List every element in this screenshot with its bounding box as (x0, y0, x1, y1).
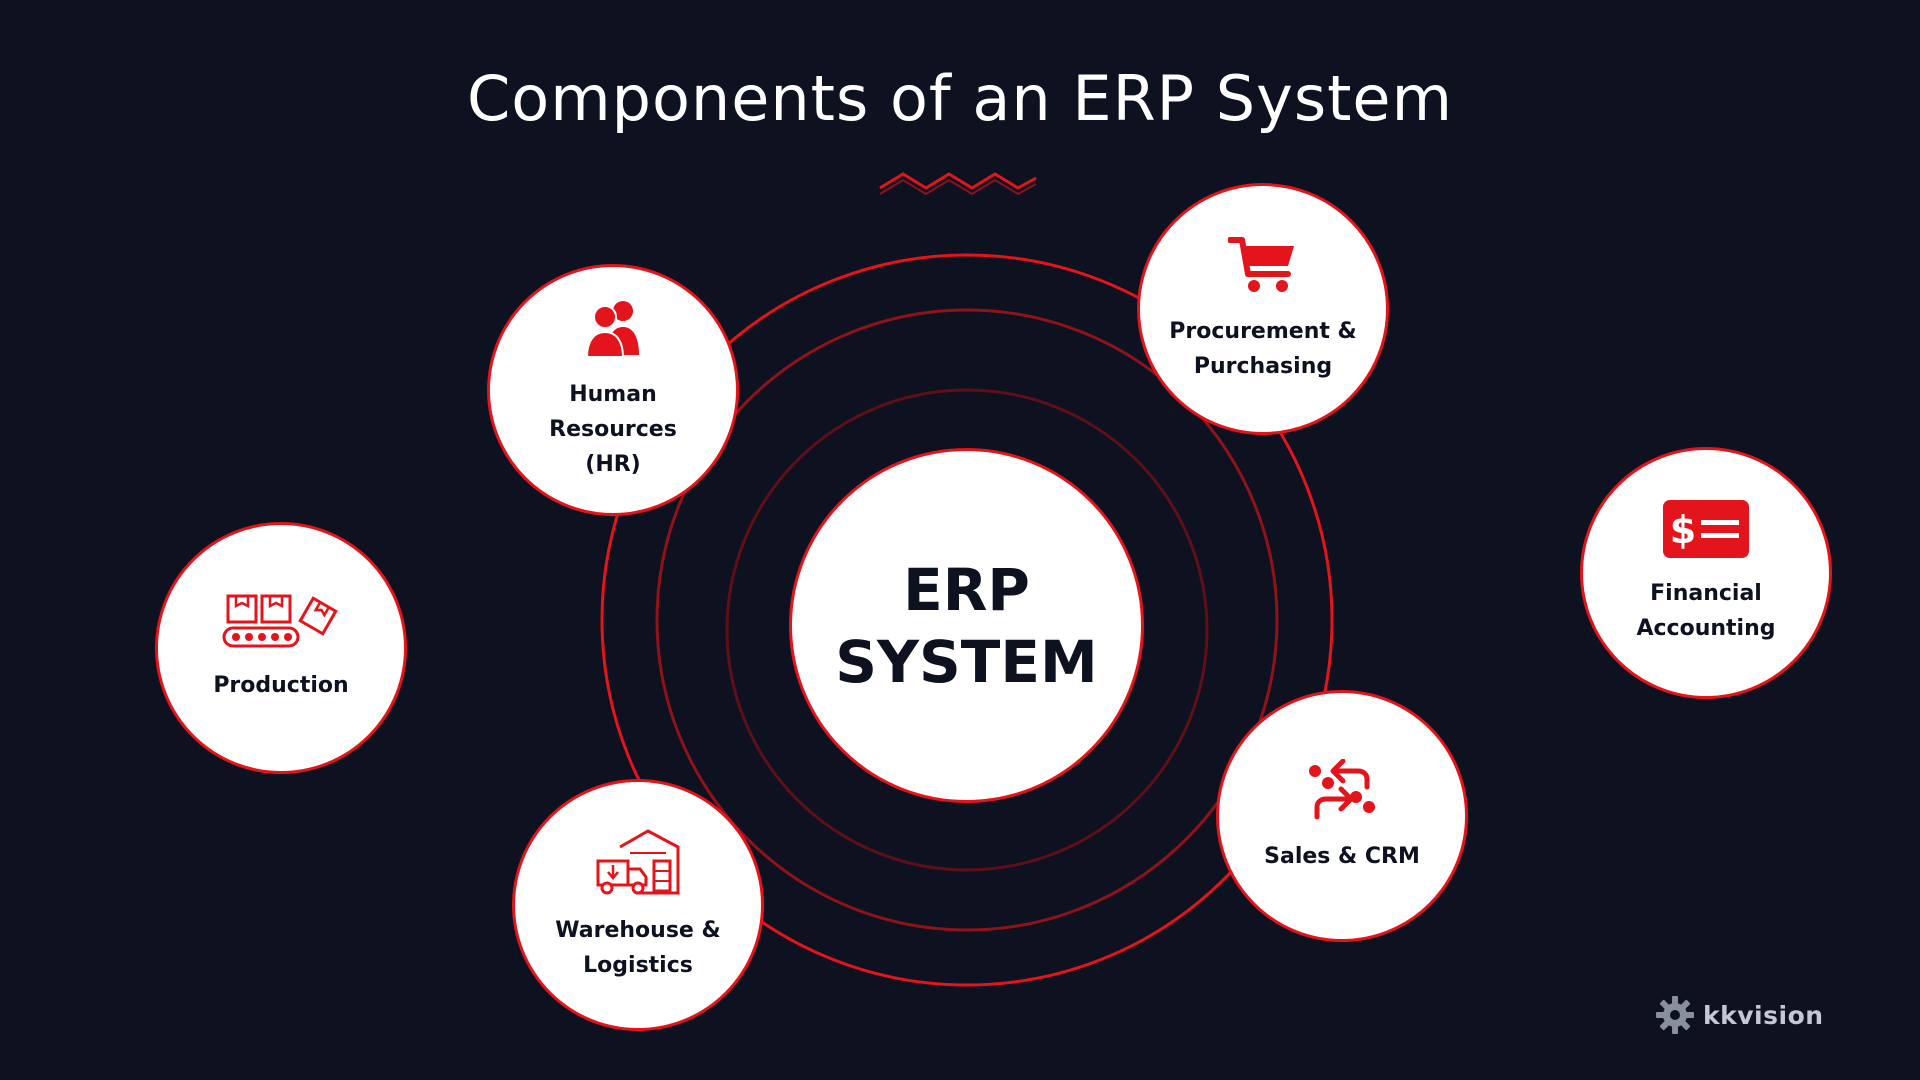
component-financial: $ Financial Accounting (1580, 447, 1832, 699)
brand-name: kkvision (1703, 1000, 1824, 1030)
warehouse-label-line1: Warehouse & (555, 918, 721, 943)
shopping-cart-icon (1228, 237, 1294, 292)
inner-ring (725, 388, 1209, 872)
component-warehouse: Warehouse & Logistics (512, 779, 764, 1031)
hr-label-line1: Human Resources (549, 381, 677, 442)
people-icon (585, 300, 639, 358)
component-hr: Human Resources (HR) (487, 264, 739, 516)
erp-system-hub: ERP SYSTEM (789, 448, 1144, 803)
outer-ring (600, 253, 1334, 987)
warehouse-label-line2: Logistics (583, 953, 693, 978)
financial-label-line1: Financial (1650, 581, 1762, 606)
hr-label-line2: (HR) (585, 451, 641, 477)
middle-ring (655, 308, 1279, 932)
hub-label-line1: ERP (903, 555, 1030, 624)
zigzag-divider (879, 172, 1037, 196)
money-bill-icon: $ (1663, 500, 1749, 558)
component-production: Production (155, 522, 407, 774)
brand-watermark: kkvision (1655, 995, 1824, 1035)
warehouse-truck-icon (596, 829, 680, 895)
procurement-label-line2: Purchasing (1193, 354, 1333, 379)
component-procurement: Procurement & Purchasing (1137, 183, 1389, 435)
gear-logo-icon (1656, 996, 1694, 1034)
exchange-arrows-icon (1309, 758, 1375, 819)
hub-label-line2: SYSTEM (835, 627, 1098, 696)
svg-text:$: $ (1670, 508, 1696, 552)
page-title: Components of an ERP System (467, 62, 1453, 135)
financial-label-line2: Accounting (1636, 616, 1776, 641)
production-label: Production (213, 672, 349, 698)
component-sales: Sales & CRM (1216, 690, 1468, 942)
procurement-label-line1: Procurement & (1169, 319, 1357, 344)
conveyor-belt-icon (222, 594, 338, 647)
sales-label: Sales & CRM (1264, 843, 1420, 869)
